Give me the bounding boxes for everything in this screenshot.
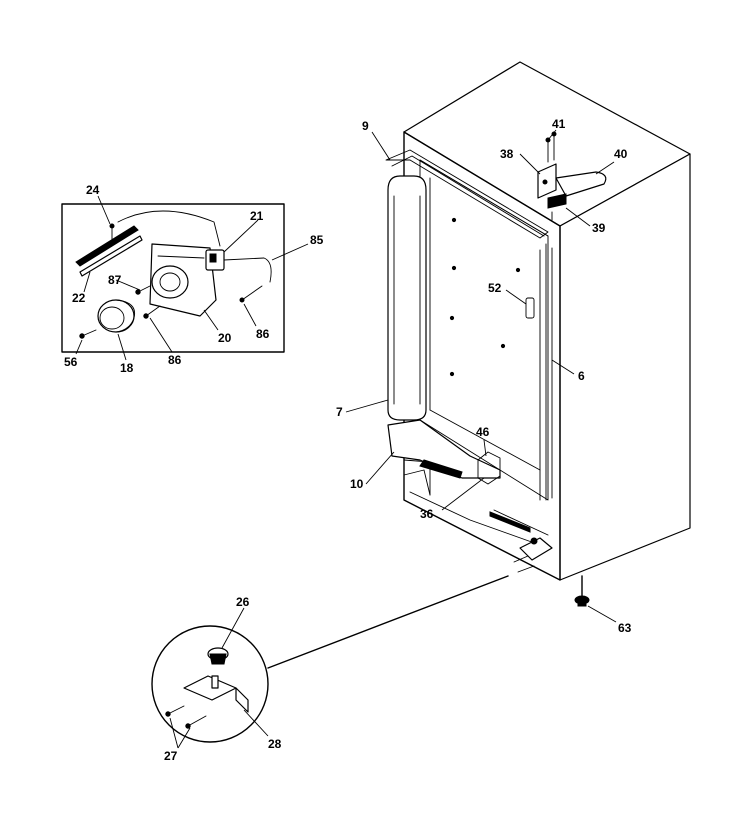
callout-38: 38: [500, 147, 514, 161]
top-rail: [385, 149, 549, 239]
callout-36: 36: [420, 507, 434, 521]
callout-22: 22: [72, 291, 86, 305]
callout-86-lower: 86: [168, 353, 182, 367]
callout-28: 28: [268, 737, 282, 751]
callout-20: 20: [218, 331, 232, 345]
control-inset: [61, 203, 285, 353]
top-hinge-assembly: [537, 131, 607, 221]
callout-52: 52: [488, 281, 502, 295]
drain-fitting: [477, 451, 501, 485]
callout-85: 85: [310, 233, 324, 247]
leveling-leg: [574, 575, 590, 607]
callout-40: 40: [614, 147, 628, 161]
callout-18: 18: [120, 361, 134, 375]
callout-10: 10: [350, 477, 364, 491]
callout-63: 63: [618, 621, 632, 635]
callout-56: 56: [64, 355, 78, 369]
callout-27: 27: [164, 749, 178, 763]
callout-24: 24: [86, 183, 100, 197]
bottom-hinge-mounted: [513, 537, 553, 573]
door-stop: [525, 297, 535, 319]
callout-86-upper: 86: [256, 327, 270, 341]
callout-6: 6: [578, 369, 585, 383]
cabinet: [403, 61, 691, 581]
callout-46: 46: [476, 425, 490, 439]
leader-lines: [75, 129, 617, 749]
door-gasket: [387, 175, 427, 421]
callout-labels: 9 41 38 40 39 52 6 7 46 10 36 63 24 21 8…: [64, 117, 632, 763]
callout-39: 39: [592, 221, 606, 235]
callout-26: 26: [236, 595, 250, 609]
bottom-breaker: [387, 419, 501, 479]
callout-41: 41: [552, 117, 566, 131]
callout-87: 87: [108, 273, 122, 287]
callout-21: 21: [250, 209, 264, 223]
callout-7: 7: [336, 405, 343, 419]
hinge-detail: [151, 575, 509, 743]
callout-9: 9: [362, 119, 369, 133]
